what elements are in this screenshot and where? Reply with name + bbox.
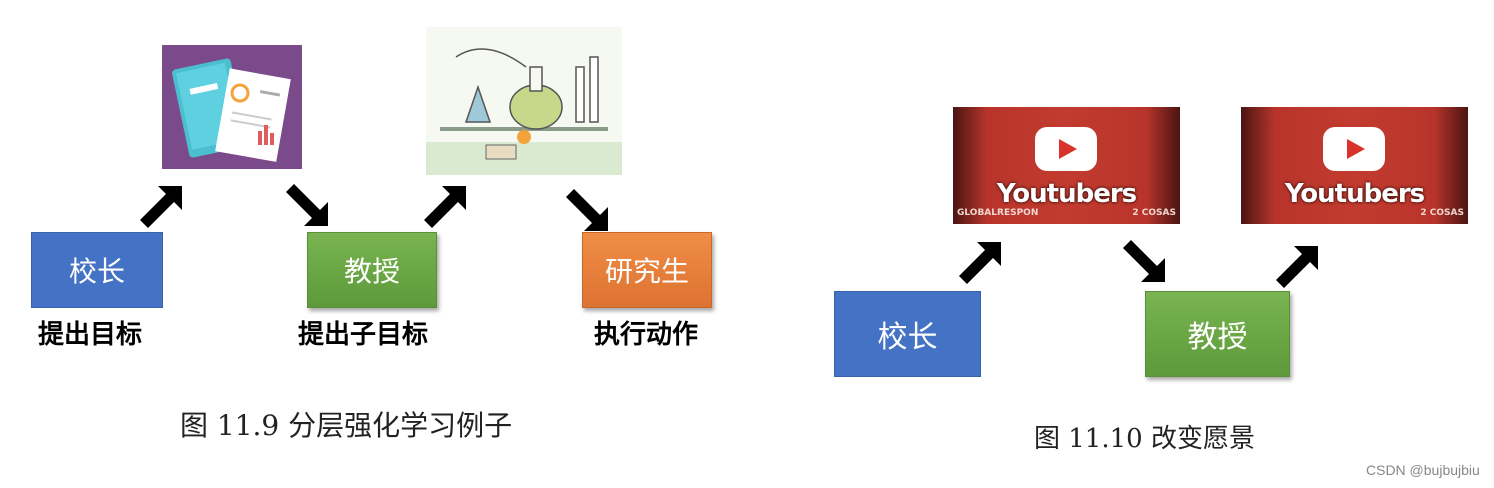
thumb-caption-left: GLOBALRESPON (957, 208, 1039, 218)
youtubers-title: Youtubers (996, 179, 1137, 209)
professor-box: 教授 (307, 232, 437, 308)
youtube-play-icon (1323, 127, 1385, 171)
arrow-down-right-icon (1123, 240, 1165, 282)
notebook-document-icon (172, 58, 291, 162)
student-box: 研究生 (582, 232, 712, 308)
youtubers-thumbnail-1: Youtubers GLOBALRESPON 2 COSAS (953, 107, 1180, 224)
goal-label: 提出目标 (38, 320, 143, 350)
professor-box-label: 教授 (343, 255, 400, 288)
youtubers-title: Youtubers (1284, 179, 1425, 209)
thumb-caption-right: 2 COSAS (1132, 208, 1176, 218)
arrow-up-right-icon (959, 242, 1001, 284)
professor-box-label: 教授 (1187, 320, 1248, 355)
figure-caption-11-10: 图 11.10 改变愿景 (1034, 424, 1255, 454)
notebook-document-image (162, 45, 302, 169)
thumb-caption-right: 2 COSAS (1420, 208, 1464, 218)
arrow-down-right-icon (286, 184, 328, 226)
subgoal-label: 提出子目标 (298, 320, 429, 350)
principal-box-right: 校长 (834, 291, 981, 377)
action-label: 执行动作 (594, 320, 699, 350)
figure-caption-11-9: 图 11.9 分层强化学习例子 (180, 409, 513, 442)
arrow-down-right-icon (566, 189, 608, 231)
arrow-up-right-icon (424, 186, 466, 228)
student-box-label: 研究生 (604, 255, 689, 288)
principal-box-label: 校长 (68, 255, 125, 288)
watermark: CSDN @bujbujbiu (1366, 462, 1480, 478)
chemistry-lab-image (426, 27, 622, 175)
principal-box-label: 校长 (877, 320, 938, 355)
youtubers-thumbnail-2: Youtubers 2 COSAS (1241, 107, 1468, 224)
arrow-up-right-icon (1276, 246, 1318, 288)
arrow-up-right-icon (140, 186, 182, 228)
youtube-play-icon (1035, 127, 1097, 171)
professor-box-right: 教授 (1145, 291, 1290, 377)
chemistry-lab-icon (426, 48, 622, 175)
principal-box: 校长 (31, 232, 163, 308)
